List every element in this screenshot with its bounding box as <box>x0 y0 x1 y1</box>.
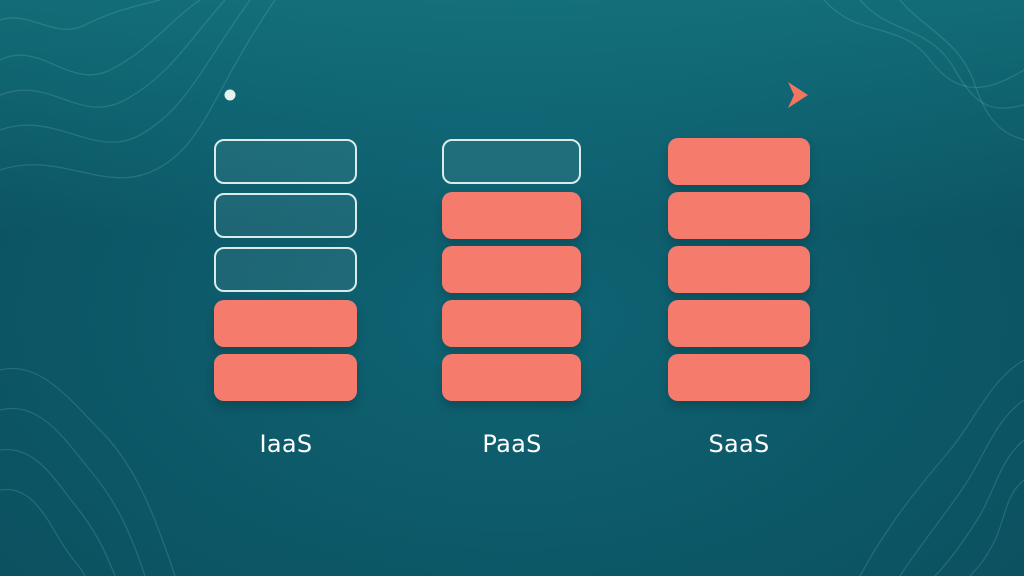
layer-empty-2 <box>214 193 357 238</box>
progression-arrow <box>224 82 808 108</box>
stack-paas <box>442 138 581 401</box>
layer-filled-5 <box>668 354 810 401</box>
layer-filled-3 <box>442 246 581 293</box>
stack-iaas <box>214 138 357 401</box>
label-iaas: IaaS <box>259 430 313 458</box>
layer-filled-5 <box>214 354 357 401</box>
layer-filled-3 <box>668 246 810 293</box>
layer-filled-4 <box>442 300 581 347</box>
layer-filled-5 <box>442 354 581 401</box>
layer-empty-1 <box>442 139 581 184</box>
layer-filled-2 <box>442 192 581 239</box>
layer-empty-1 <box>214 139 357 184</box>
label-saas: SaaS <box>708 430 770 458</box>
layer-filled-1 <box>668 138 810 185</box>
layer-filled-4 <box>668 300 810 347</box>
layer-filled-4 <box>214 300 357 347</box>
arrow-head <box>788 82 808 108</box>
layer-filled-2 <box>668 192 810 239</box>
layer-empty-3 <box>214 247 357 292</box>
arrow-start-dot <box>224 89 236 101</box>
stack-saas <box>668 138 810 401</box>
label-paas: PaaS <box>482 430 542 458</box>
